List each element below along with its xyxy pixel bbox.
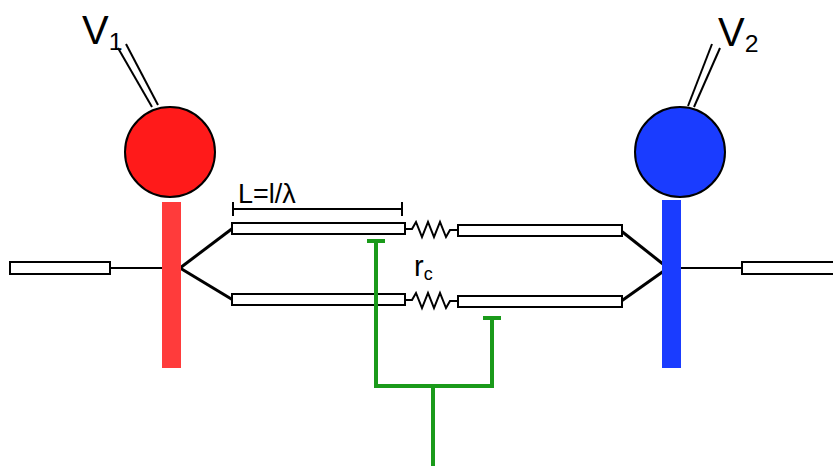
resistor-symbol (405, 222, 458, 308)
axon-cable (10, 262, 110, 274)
axon-wire (678, 267, 742, 269)
dendrite-cable (232, 223, 622, 307)
soma (635, 107, 725, 197)
dendrite-trunk (662, 200, 681, 368)
resistance-label: rc (414, 252, 433, 283)
axon-wire (110, 267, 165, 269)
length-label: L=l/λ (238, 181, 296, 208)
dendrite-branch (180, 228, 668, 302)
voltage-label: V1 (82, 10, 122, 55)
electrode (118, 44, 720, 107)
voltage-label: V2 (718, 12, 758, 57)
dendrite-trunk (162, 202, 181, 368)
input-fiber (367, 241, 501, 466)
soma (125, 107, 215, 197)
axon-cable (742, 262, 833, 274)
